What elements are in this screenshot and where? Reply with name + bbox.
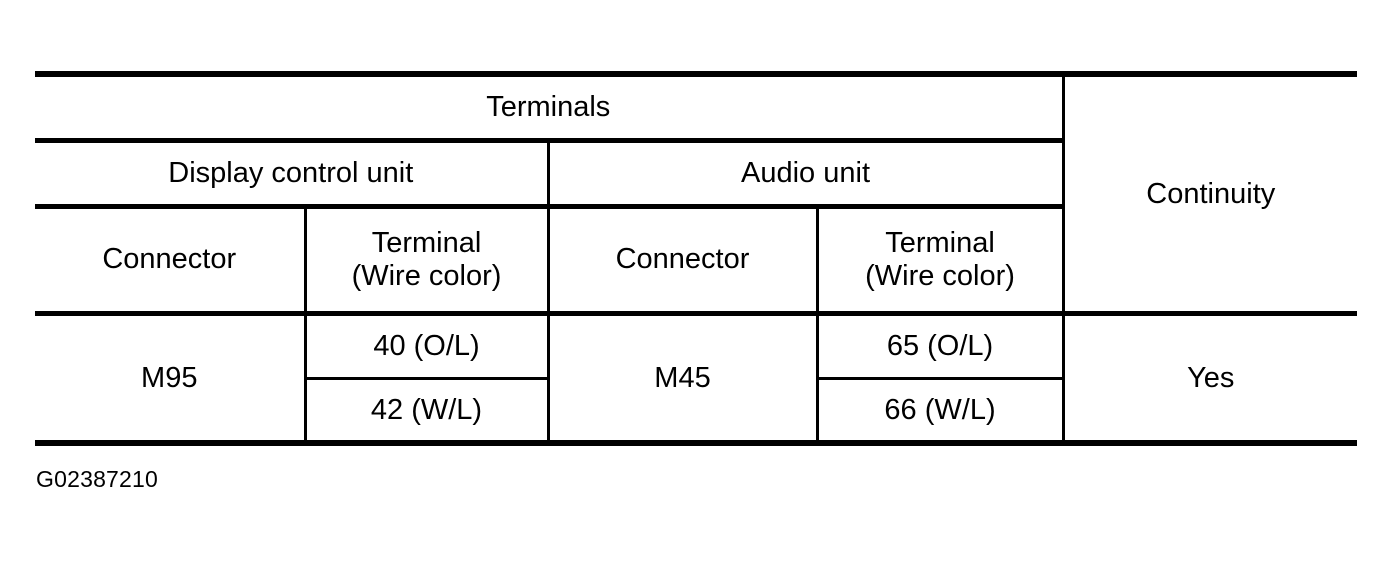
cell-display-terminal: 40 (O/L) (305, 313, 550, 380)
cell-continuity: Yes (1063, 313, 1358, 446)
header-audio-terminal-line2: (Wire color) (865, 259, 1015, 292)
header-audio-connector: Connector (548, 206, 819, 316)
header-continuity: Continuity (1063, 71, 1358, 316)
table-row: 42 (W/L) 66 (W/L) (35, 378, 1357, 446)
header-display-terminal-line1: Terminal (371, 227, 482, 260)
table-row-group-header: Terminals Continuity (35, 71, 1358, 316)
cell-audio-terminal: 65 (O/L) (817, 313, 1065, 380)
header-display-control-unit: Display control unit (35, 140, 550, 209)
table-row-sub-headers: Connector Terminal (Wire color) Connecto… (35, 206, 1357, 316)
cell-display-terminal: 42 (W/L) (305, 378, 550, 446)
cell-audio-terminal: 66 (W/L) (817, 378, 1065, 446)
header-display-terminal-line2: (Wire color) (351, 259, 502, 292)
cell-audio-connector: M45 (548, 313, 819, 446)
header-terminals: Terminals (35, 71, 1065, 143)
continuity-table-container: Terminals Continuity Display control uni… (35, 71, 1358, 446)
header-display-connector: Connector (35, 206, 307, 316)
header-audio-unit: Audio unit (548, 140, 1065, 209)
table-row-unit-headers: Display control unit Audio unit (35, 140, 1357, 209)
table-row: M95 40 (O/L) M45 65 (O/L) Yes (35, 313, 1358, 446)
header-audio-terminal-wire-color: Terminal (Wire color) (817, 206, 1065, 316)
header-display-terminal-wire-color: Terminal (Wire color) (305, 206, 550, 316)
header-audio-terminal-line1: Terminal (885, 227, 995, 260)
cell-display-connector: M95 (35, 313, 307, 446)
continuity-table: Terminals Continuity Display control uni… (35, 71, 1358, 446)
figure-caption: G02387210 (36, 466, 159, 492)
